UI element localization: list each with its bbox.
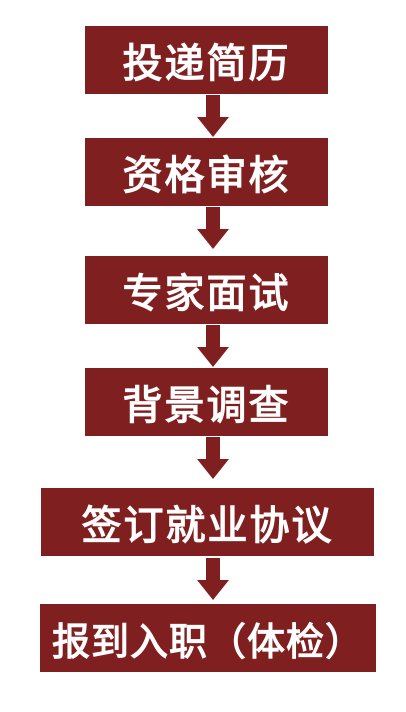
step-submit-resume: 投递简历 [85,26,328,94]
step-qualification-review: 资格审核 [85,138,328,206]
step-label: 签订就业协议 [81,503,334,549]
down-arrow-icon [197,437,229,479]
step-expert-interview: 专家面试 [85,256,328,324]
step-label: 投递简历 [122,41,291,87]
down-arrow-icon [197,95,229,137]
down-arrow-icon [197,325,229,367]
step-background-check: 背景调查 [85,368,328,436]
step-onboarding-medical-exam: 报到入职（体检） [40,604,376,672]
step-label: 专家面试 [122,271,291,317]
step-label: 背景调查 [122,383,291,429]
step-sign-employment-agreement: 签订就业协议 [41,488,374,556]
step-label: 报到入职（体检） [51,619,364,664]
down-arrow-icon [197,207,229,249]
down-arrow-icon [197,558,229,600]
step-label: 资格审核 [122,153,291,199]
